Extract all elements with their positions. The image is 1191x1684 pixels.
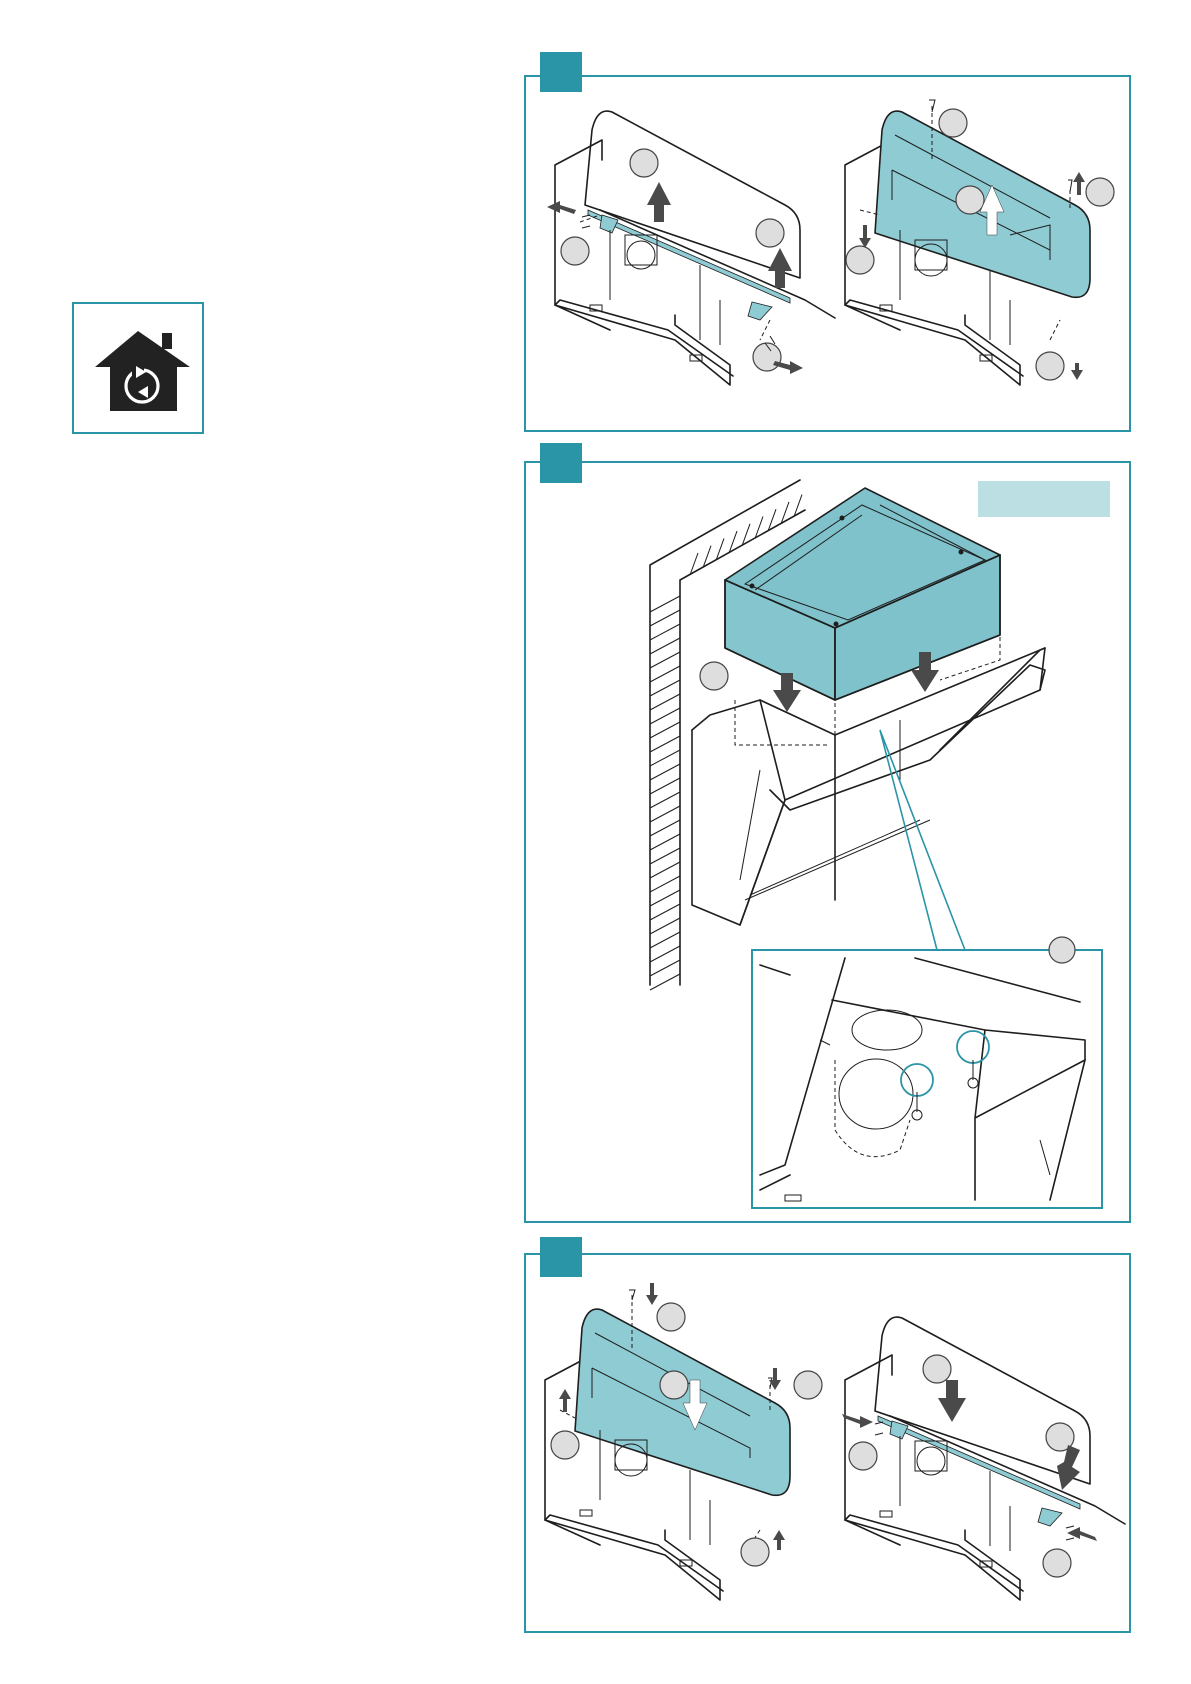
hatch-line bbox=[650, 918, 680, 934]
step-number-bubble bbox=[794, 1371, 822, 1399]
hatch-line bbox=[650, 904, 680, 920]
step-number-bubble bbox=[741, 1538, 769, 1566]
hatch-line bbox=[650, 834, 680, 850]
panel-step-mount bbox=[525, 443, 1130, 1222]
up-arrow-icon bbox=[1073, 172, 1085, 195]
hatch-line bbox=[650, 610, 680, 626]
hatch-line bbox=[650, 624, 680, 640]
detail-inset bbox=[752, 937, 1102, 1208]
hatch-line bbox=[650, 820, 680, 836]
down-arrow-icon bbox=[1057, 1445, 1080, 1490]
hood-illustration-left bbox=[555, 111, 835, 385]
hatch-line bbox=[650, 666, 680, 682]
hatch-line bbox=[650, 708, 680, 724]
hatch-line bbox=[650, 960, 680, 976]
hatch-line bbox=[650, 764, 680, 780]
hatch-line bbox=[650, 736, 680, 752]
step-number-bubble bbox=[846, 246, 874, 274]
hatch-line bbox=[650, 890, 680, 906]
step-number-bubble bbox=[1036, 352, 1064, 380]
step-number-bubble bbox=[700, 662, 728, 690]
right-arrow-icon bbox=[842, 1414, 873, 1428]
step-number-bubble bbox=[939, 109, 967, 137]
step-number-bubble bbox=[1086, 178, 1114, 206]
label-box bbox=[978, 481, 1110, 517]
step-number-bubble bbox=[660, 1371, 688, 1399]
up-arrow-icon bbox=[773, 1530, 785, 1550]
up-arrow-icon bbox=[647, 182, 671, 222]
step-number-bubble bbox=[561, 237, 589, 265]
hatch-line bbox=[650, 792, 680, 808]
step-number-bubble bbox=[753, 343, 781, 371]
step-tab bbox=[540, 443, 582, 483]
up-arrow-icon bbox=[559, 1389, 571, 1412]
step-number-bubble bbox=[551, 1431, 579, 1459]
panel-step-remove bbox=[525, 52, 1130, 431]
hatch-line bbox=[650, 862, 680, 878]
screw-icon bbox=[912, 1060, 978, 1120]
panel-step-refit bbox=[525, 1237, 1130, 1632]
step-number-bubble bbox=[756, 219, 784, 247]
step-number-bubble bbox=[1043, 1549, 1071, 1577]
hatch-line bbox=[650, 946, 680, 962]
down-arrow-icon bbox=[859, 225, 871, 248]
down-arrow-icon bbox=[938, 1380, 966, 1422]
hatch-line bbox=[650, 876, 680, 892]
hatch-line bbox=[650, 974, 680, 990]
step-tab bbox=[540, 52, 582, 92]
hatch-line bbox=[650, 848, 680, 864]
step-number-bubble bbox=[657, 1303, 685, 1331]
house-recirculation-icon bbox=[95, 331, 190, 411]
recirculation-mode-box bbox=[73, 303, 203, 433]
hood-illustration-right bbox=[845, 1317, 1125, 1600]
up-arrow-icon bbox=[768, 248, 792, 288]
right-arrow-icon bbox=[773, 361, 803, 374]
step-number-bubble bbox=[849, 1442, 877, 1470]
step-number-bubble bbox=[923, 1355, 951, 1383]
left-arrow-icon bbox=[547, 201, 576, 214]
hatch-line bbox=[650, 680, 680, 696]
step-number-bubble bbox=[956, 186, 984, 214]
motor-box bbox=[725, 488, 1000, 700]
hatch-line bbox=[650, 596, 680, 612]
hatch-line bbox=[650, 932, 680, 948]
hatch-line bbox=[650, 806, 680, 822]
down-arrow-icon bbox=[1071, 363, 1083, 380]
hatch-line bbox=[650, 722, 680, 738]
down-arrow-icon bbox=[646, 1283, 658, 1305]
hatch-line bbox=[650, 750, 680, 766]
down-arrow-icon bbox=[769, 1368, 781, 1390]
step-number-bubble bbox=[630, 149, 658, 177]
hatch-line bbox=[650, 652, 680, 668]
hatch-line bbox=[650, 638, 680, 654]
hatch-line bbox=[650, 778, 680, 794]
hatch-line bbox=[650, 694, 680, 710]
hood-illustration-right bbox=[845, 100, 1090, 385]
step-number-bubble bbox=[1049, 937, 1075, 963]
step-tab bbox=[540, 1237, 582, 1277]
